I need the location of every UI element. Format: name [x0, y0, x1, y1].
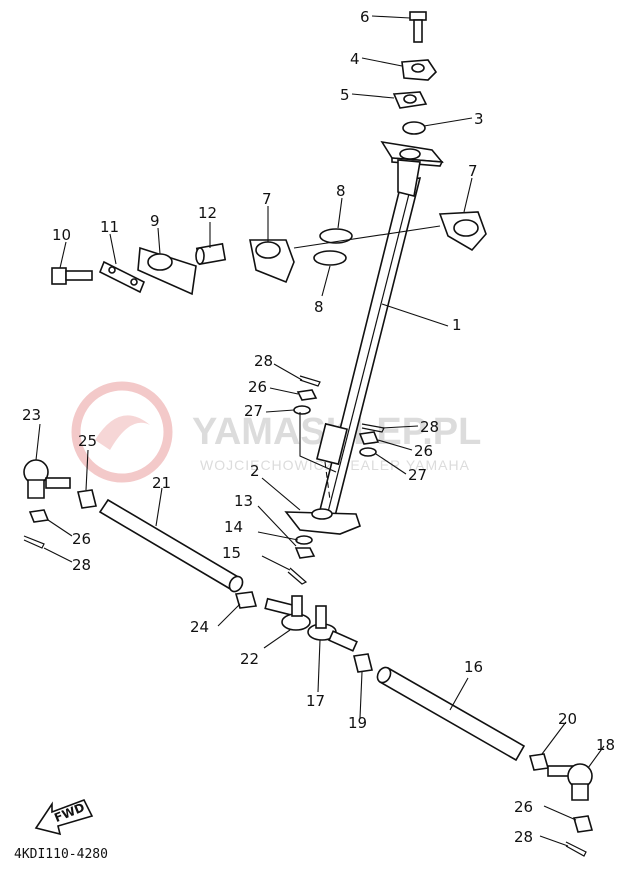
callout-11: 11: [100, 218, 119, 236]
washer-3: [402, 121, 426, 135]
callout-2: 2: [250, 462, 260, 480]
bolt-6: [409, 11, 427, 43]
callout-8-upper: 8: [336, 182, 346, 200]
callout-28-b: 28: [420, 418, 439, 436]
cotter-pin-28-b: [361, 423, 385, 433]
nut-26-c: [28, 509, 50, 523]
callout-15: 15: [222, 544, 241, 562]
collar-12: [195, 242, 227, 266]
callout-26-c: 26: [72, 530, 91, 548]
cotter-pin-28-a: [299, 375, 321, 387]
callout-26-b: 26: [414, 442, 433, 460]
callout-14: 14: [224, 518, 243, 536]
bracket-4: [401, 59, 438, 81]
nut-13: [294, 547, 316, 559]
callout-18: 18: [596, 736, 615, 754]
nut-26-b: [358, 431, 380, 445]
callout-3: 3: [474, 110, 484, 128]
watermark-logo: [71, 381, 173, 483]
center-joint-17: [307, 605, 358, 652]
nut-26-a: [296, 389, 318, 401]
callout-28-c: 28: [72, 556, 91, 574]
callout-27-b: 27: [408, 466, 427, 484]
diagram-code: 4KDI110-4280: [14, 847, 108, 862]
bracket-7-right: [438, 211, 487, 252]
nut-25: [77, 489, 97, 509]
callout-27-a: 27: [244, 402, 263, 420]
callout-17: 17: [306, 692, 325, 710]
nut-20: [528, 753, 550, 771]
callout-22: 22: [240, 650, 259, 668]
lock-washer-11: [98, 260, 146, 294]
nut-24: [234, 591, 258, 609]
tie-rod-16: [376, 666, 526, 762]
washer-14: [295, 535, 313, 545]
callout-10: 10: [52, 226, 71, 244]
callout-16: 16: [464, 658, 483, 676]
link-arm-9: [137, 246, 197, 296]
callouts: 6 4 5 3 7 7 8 8 12 9 11 10 1 28 26 27 28…: [22, 8, 615, 846]
steering-column: [316, 177, 422, 521]
nut-26-d: [572, 815, 594, 833]
watermark-logo-mark: [95, 415, 150, 450]
ring-8-upper: [319, 228, 353, 244]
callout-7-right: 7: [468, 162, 478, 180]
callout-21: 21: [152, 474, 171, 492]
tie-rod-21: [98, 498, 244, 593]
callout-6: 6: [360, 8, 370, 26]
callout-8-lower: 8: [314, 298, 324, 316]
callout-13: 13: [234, 492, 253, 510]
callout-26-d: 26: [514, 798, 533, 816]
collar-5: [392, 91, 428, 109]
callout-26-a: 26: [248, 378, 267, 396]
cotter-pin-28-d: [565, 841, 587, 857]
washer-27-a: [293, 405, 311, 415]
column-top-holder: [380, 140, 444, 197]
cotter-pin-28-c: [23, 535, 45, 549]
link-bolt-10: [51, 267, 93, 285]
callout-4: 4: [350, 50, 360, 68]
cotter-pin-15: [287, 567, 308, 585]
callout-7-left: 7: [262, 190, 272, 208]
washer-27-b: [359, 447, 377, 457]
callout-23: 23: [22, 406, 41, 424]
callout-5: 5: [340, 86, 350, 104]
bracket-7-left: [249, 239, 295, 284]
callout-19: 19: [348, 714, 367, 732]
callout-24: 24: [190, 618, 209, 636]
nut-19: [353, 653, 373, 673]
fwd-arrow-icon: FWD: [34, 798, 94, 836]
steering-arm-plate: [284, 508, 361, 535]
center-joint-22: [264, 595, 311, 631]
ring-8-lower: [313, 250, 347, 266]
tie-rod-end-18: [547, 763, 593, 801]
callout-28-d: 28: [514, 828, 533, 846]
callout-9: 9: [150, 212, 160, 230]
leader-lines: [35, 15, 605, 847]
callout-28-a: 28: [254, 352, 273, 370]
callout-12: 12: [198, 204, 217, 222]
callout-25: 25: [78, 432, 97, 450]
callout-20: 20: [558, 710, 577, 728]
callout-1: 1: [452, 316, 462, 334]
tie-rod-end-23: [23, 459, 71, 499]
